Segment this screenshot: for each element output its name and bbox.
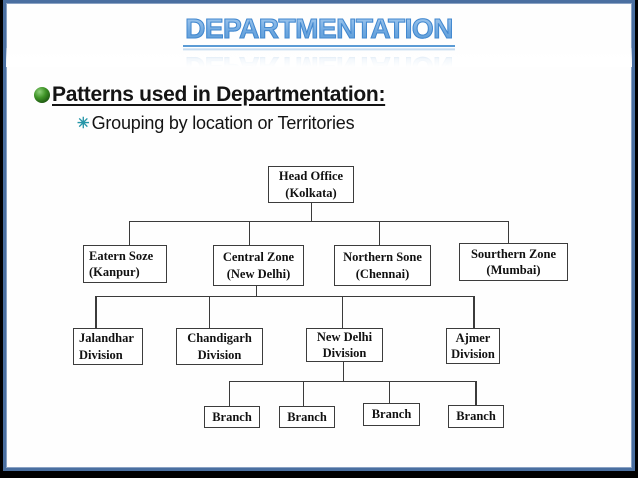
connector-line [95, 295, 475, 297]
bullet-item-grouping: ✳ Grouping by location or Territories [77, 113, 355, 135]
org-node-head-office: Head Office (Kolkata) [268, 166, 354, 203]
org-node-branch-3: Branch [363, 403, 420, 426]
bullet-item-patterns: Patterns used in Departmentation: [34, 83, 385, 107]
org-node-eatern-soze: Eatern Soze (Kanpur) [83, 245, 167, 283]
connector-line [473, 296, 475, 328]
org-node-new-delhi-division: New Delhi Division [306, 328, 383, 362]
org-node-chandigarh-division: Chandigarh Division [176, 328, 263, 365]
org-node-central-zone: Central Zone (New Delhi) [213, 245, 304, 286]
teal-star-bullet-icon: ✳ [77, 115, 90, 132]
org-node-ajmer-division: Ajmer Division [446, 328, 500, 364]
connector-line [228, 381, 230, 406]
reflection-fade-overlay [6, 48, 632, 68]
org-node-branch-1: Branch [204, 406, 260, 428]
slide-title: DEPARTMENTATION [6, 13, 632, 48]
org-node-jalandhar-division: Jalandhar Division [73, 328, 143, 365]
connector-line [248, 221, 250, 245]
org-node-branch-4: Branch [448, 405, 504, 428]
connector-line [507, 221, 509, 244]
slide-title-text: DEPARTMENTATION [183, 13, 455, 48]
bullet-text: Grouping by location or Territories [91, 113, 355, 133]
connector-line [208, 296, 210, 328]
connector-line [342, 361, 344, 381]
org-node-northern-sone: Northern Sone (Chennai) [334, 245, 431, 286]
connector-line [388, 381, 390, 404]
org-node-branch-2: Branch [279, 406, 335, 428]
connector-line [378, 221, 380, 245]
slide-title-block: DEPARTMENTATION DEPARTMENTATION [6, 13, 632, 68]
org-node-sourthern-zone: Sourthern Zone (Mumbai) [459, 243, 568, 281]
presentation-slide: DEPARTMENTATION DEPARTMENTATION Patterns… [3, 0, 635, 471]
connector-line [475, 381, 477, 405]
connector-line [255, 286, 257, 296]
slide-title-reflection: DEPARTMENTATION [6, 48, 632, 68]
green-sphere-bullet-icon [34, 87, 50, 103]
connector-line [341, 296, 343, 328]
connector-line [128, 221, 130, 245]
connector-line [229, 380, 476, 382]
connector-line [302, 381, 304, 406]
connector-line [129, 220, 509, 222]
bullet-text: Patterns used in Departmentation: [52, 83, 386, 106]
connector-line [310, 202, 312, 221]
connector-line [95, 296, 97, 328]
